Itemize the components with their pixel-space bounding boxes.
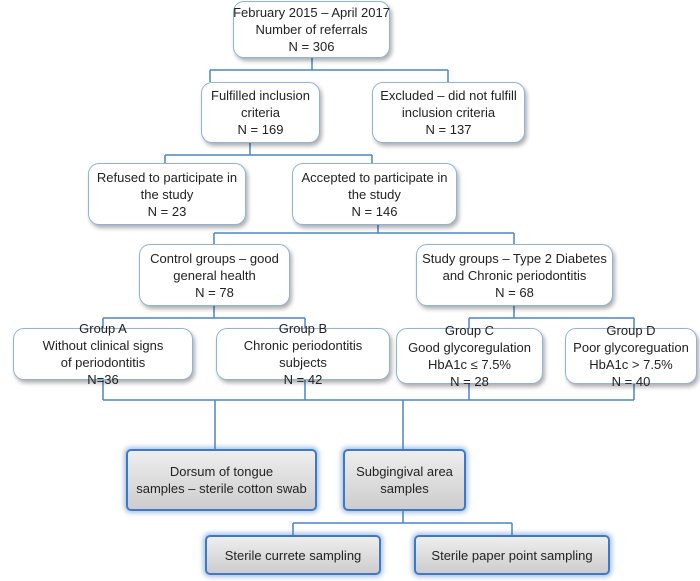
connector-referrals: [209, 58, 449, 82]
fulfilled-line-2: criteria: [240, 105, 280, 120]
study-line-3: N = 68: [495, 284, 534, 300]
group-a-line-2: Without clinical signs: [42, 338, 164, 353]
fulfilled-box: Fulfilled inclusion criteria N = 169: [201, 82, 320, 143]
subgingival-samples-box: Subgingival area samples: [343, 449, 466, 511]
connector-accepted: [213, 225, 515, 244]
accepted-line-2: the study: [348, 186, 401, 202]
connector-samples: [214, 400, 404, 449]
group-c-box: Group C Good glycoregulation HbA1c ≤ 7.5…: [396, 323, 543, 389]
connector-control: [102, 306, 306, 328]
group-d-line-1: Group D: [606, 323, 656, 338]
control-line-2: general health: [173, 267, 256, 283]
refused-line-2: the study: [140, 186, 194, 202]
control-groups-box: Control groups – good general health N =…: [139, 244, 290, 306]
group-c-line-4: N = 28: [450, 374, 489, 389]
group-b-line-1: Group B: [278, 321, 328, 336]
group-a-line-1: Group A: [79, 321, 127, 336]
connector-subgingival: [292, 511, 513, 535]
excluded-line-2: inclusion criteria: [401, 105, 496, 120]
group-d-line-4: N = 40: [611, 374, 651, 389]
referrals-line-3: N = 306: [288, 39, 335, 54]
paper-point-sampling-box: Sterile paper point sampling: [414, 535, 610, 575]
refused-box: Refused to participate in the study N = …: [88, 163, 246, 225]
accepted-box: Accepted to participate in the study N =…: [292, 163, 457, 225]
study-line-2: and Chronic periodontitis: [442, 267, 587, 283]
excluded-line-3: N = 137: [425, 122, 472, 137]
group-a-box: Group A Without clinical signs of period…: [13, 321, 193, 387]
subgingival-line-1: Subgingival area: [356, 464, 453, 479]
group-a-line-3: of periodontitis: [60, 355, 146, 370]
tongue-samples-box: Dorsum of tongue samples – sterile cotto…: [126, 449, 317, 511]
study-groups-box: Study groups – Type 2 Diabetes and Chron…: [416, 244, 613, 306]
group-b-line-2: Chronic periodontitis: [243, 338, 363, 353]
group-b-line-3: subjects: [279, 355, 327, 370]
fulfilled-line-3: N = 169: [237, 122, 284, 137]
currete-sampling-box: Sterile currete sampling: [205, 535, 381, 575]
group-b-box: Group B Chronic periodontitis subjects N…: [216, 321, 390, 387]
group-a-line-4: N=36: [87, 372, 119, 387]
group-c-line-2: Good glycoregulation: [408, 340, 531, 355]
control-line-1: Control groups – good: [150, 250, 279, 266]
connector-study: [468, 306, 635, 328]
group-c-line-1: Group C: [444, 323, 495, 338]
tongue-line-1: Dorsum of tongue: [169, 464, 274, 479]
group-d-box: Group D Poor glycoreguation HbA1c > 7.5%…: [565, 323, 697, 389]
study-line-1: Study groups – Type 2 Diabetes: [422, 250, 607, 266]
referrals-line-1: February 2015 – April 2017: [233, 5, 390, 20]
subgingival-line-2: samples: [380, 481, 429, 496]
connector-fulfilled: [164, 143, 373, 163]
group-b-line-4: N = 42: [283, 372, 323, 387]
group-d-line-2: Poor glycoreguation: [573, 340, 689, 355]
fulfilled-line-1: Fulfilled inclusion: [211, 88, 310, 103]
referrals-line-2: Number of referrals: [255, 22, 368, 37]
accepted-line-1: Accepted to participate in: [301, 169, 448, 185]
currete-line-1: Sterile currete sampling: [224, 547, 362, 563]
control-line-3: N = 78: [195, 284, 234, 300]
tongue-line-2: samples – sterile cotton swab: [136, 481, 307, 496]
group-c-line-3: HbA1c ≤ 7.5%: [427, 357, 511, 372]
excluded-box: Excluded – did not fulfill inclusion cri…: [372, 82, 525, 143]
connector-groups: [102, 380, 635, 401]
referrals-box: February 2015 – April 2017 Number of ref…: [233, 1, 390, 58]
paper-point-line-1: Sterile paper point sampling: [431, 547, 593, 563]
accepted-line-3: N = 146: [351, 203, 398, 219]
excluded-line-1: Excluded – did not fulfill: [380, 88, 517, 103]
refused-line-3: N = 23: [147, 203, 187, 219]
group-d-line-3: HbA1c > 7.5%: [589, 357, 673, 372]
refused-line-1: Refused to participate in: [96, 169, 238, 185]
